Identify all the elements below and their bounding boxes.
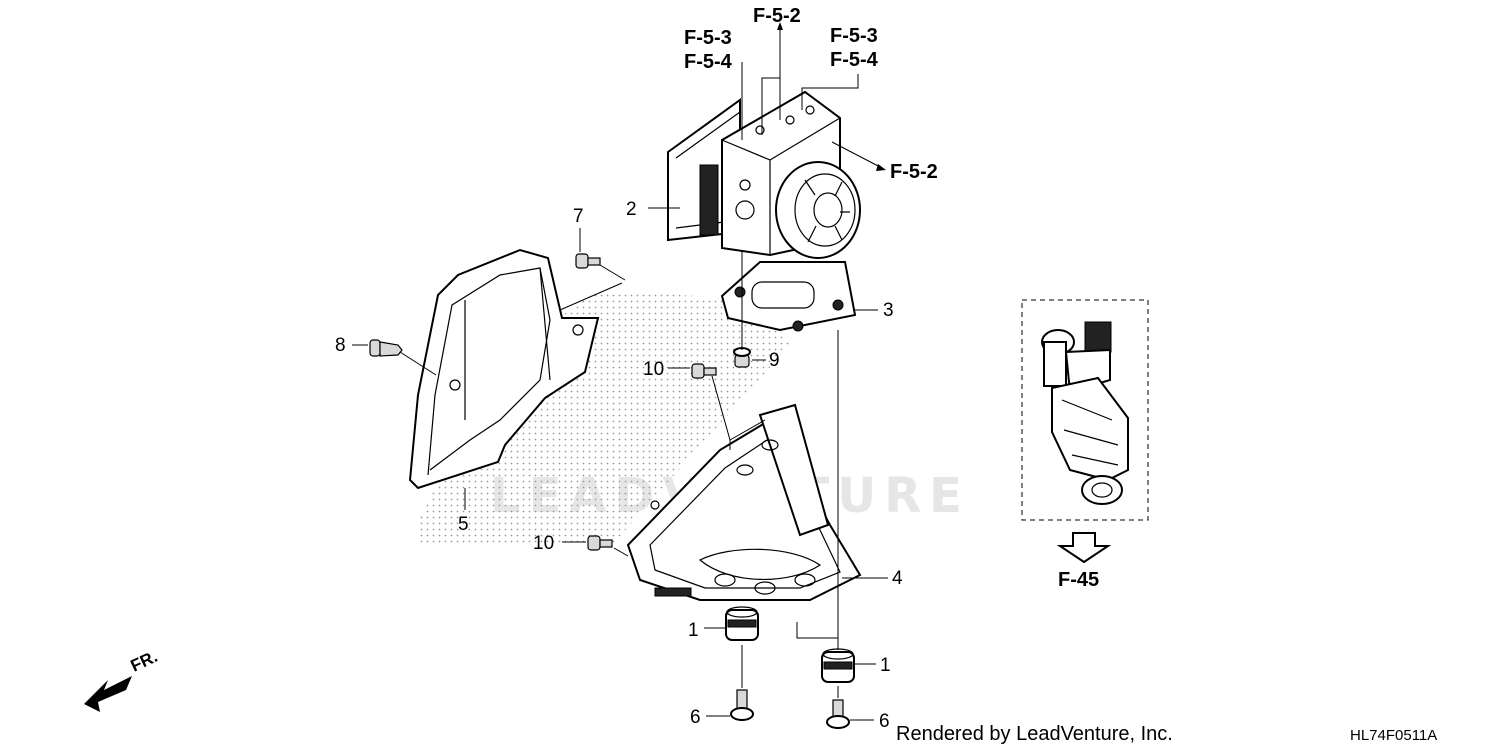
callout-6-left: 6 [690, 707, 701, 728]
bolt-7 [575, 253, 601, 269]
diagram-code: HL74F0511A [1350, 727, 1437, 744]
ref-right[interactable]: F-5-2 [890, 161, 938, 183]
callout-3: 3 [883, 300, 894, 321]
callout-9: 9 [769, 350, 780, 371]
callout-1-right: 1 [880, 655, 891, 676]
callout-1-left: 1 [688, 620, 699, 641]
ref-top-right-1[interactable]: F-5-3 [830, 25, 878, 47]
leader-lines [352, 22, 888, 721]
bolt-9 [733, 347, 751, 368]
bolt-6-left [730, 689, 754, 721]
abs-modulator [667, 90, 861, 259]
ref-top-left-1[interactable]: F-5-3 [684, 27, 732, 49]
bolt-6-right [826, 699, 850, 729]
grommet-right [821, 648, 855, 683]
ref-top-left-2[interactable]: F-5-4 [684, 51, 733, 73]
detail-inset [1021, 299, 1149, 521]
ref-top-right-2[interactable]: F-5-4 [830, 49, 879, 71]
callout-5: 5 [458, 514, 469, 535]
down-arrow-icon [1056, 532, 1112, 564]
callout-4: 4 [892, 568, 903, 589]
abs-bracket-plate [720, 261, 857, 332]
bolt-10-lower [587, 535, 613, 551]
render-credit: Rendered by LeadVenture, Inc. [896, 723, 1173, 745]
grommet-left [725, 606, 759, 641]
callout-8: 8 [335, 335, 346, 356]
front-arrow-icon [84, 676, 132, 712]
front-label: FR. [128, 647, 161, 676]
abs-cover [408, 248, 600, 490]
clip-8 [369, 339, 403, 357]
ref-top-center[interactable]: F-5-2 [753, 5, 801, 27]
callout-2: 2 [626, 199, 637, 220]
bolt-10-upper [691, 363, 717, 379]
callout-6-right: 6 [879, 711, 890, 732]
callout-10-upper: 10 [643, 359, 664, 380]
callout-7: 7 [573, 206, 584, 227]
ref-detail[interactable]: F-45 [1058, 569, 1099, 591]
mounting-bracket [626, 403, 862, 601]
callout-10-lower: 10 [533, 533, 554, 554]
